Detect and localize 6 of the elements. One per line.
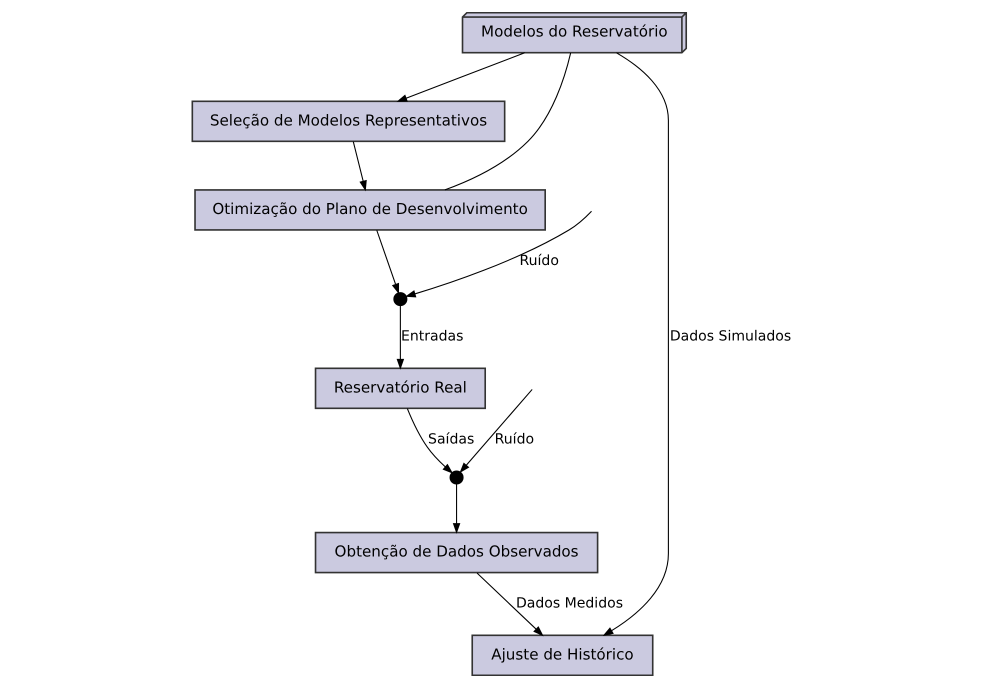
edge-label: Dados Medidos (516, 596, 624, 612)
edge-label: Ruído (520, 252, 559, 269)
edge-label: Saídas (428, 431, 474, 448)
edge-label: Entradas (401, 328, 464, 345)
edge-label: Dados Simulados (670, 328, 792, 345)
edge-label: Ruído (494, 431, 534, 448)
